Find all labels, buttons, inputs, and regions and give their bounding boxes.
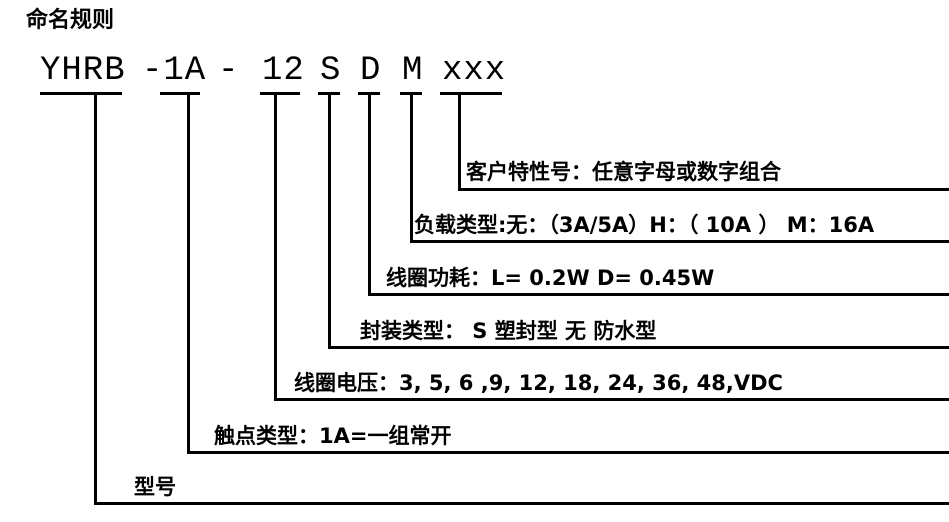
code-model: YHRB bbox=[40, 52, 126, 90]
connector-coil-power-h bbox=[368, 293, 949, 296]
connector-contact-h bbox=[187, 451, 949, 454]
naming-rule-title: 命名规则 bbox=[26, 8, 115, 33]
code-coil-power: D bbox=[360, 52, 382, 90]
underline-contact bbox=[160, 92, 200, 95]
code-contact: -1A bbox=[142, 52, 207, 90]
underline-voltage bbox=[260, 92, 300, 95]
connector-load-h bbox=[410, 240, 949, 243]
code-load: M bbox=[402, 52, 424, 90]
desc-model: 型号 bbox=[134, 475, 176, 499]
desc-contact: 触点类型：1A=一组常开 bbox=[214, 424, 452, 448]
connector-model-v bbox=[94, 93, 97, 504]
code-voltage: 12 bbox=[262, 52, 305, 90]
connector-voltage-h bbox=[274, 398, 949, 401]
connector-package-h bbox=[328, 346, 949, 349]
desc-package: 封装类型： S 塑封型 无 防水型 bbox=[360, 319, 657, 343]
desc-load: 负载类型:无：（3A/5A）H：（ 10A ） M：16A bbox=[414, 213, 875, 237]
code-package: S bbox=[320, 52, 342, 90]
underline-custom bbox=[440, 92, 502, 95]
connector-voltage-v bbox=[274, 93, 277, 400]
connector-package-v bbox=[328, 93, 331, 348]
code-dash: - bbox=[218, 52, 240, 90]
connector-coil-power-v bbox=[368, 93, 371, 295]
connector-contact-v bbox=[187, 93, 190, 453]
connector-custom-h bbox=[458, 188, 949, 191]
desc-coil-power: 线圈功耗：L= 0.2W D= 0.45W bbox=[386, 266, 715, 290]
desc-custom: 客户特性号：任意字母或数字组合 bbox=[466, 160, 781, 184]
connector-load-v bbox=[410, 93, 413, 242]
desc-coil-voltage: 线圈电压：3, 5, 6 ,9, 12, 18, 24, 36, 48,VDC bbox=[294, 371, 783, 395]
connector-model-h bbox=[94, 502, 949, 505]
underline-model bbox=[40, 92, 122, 95]
code-custom: xxx bbox=[442, 52, 507, 90]
connector-custom-v bbox=[458, 93, 461, 190]
